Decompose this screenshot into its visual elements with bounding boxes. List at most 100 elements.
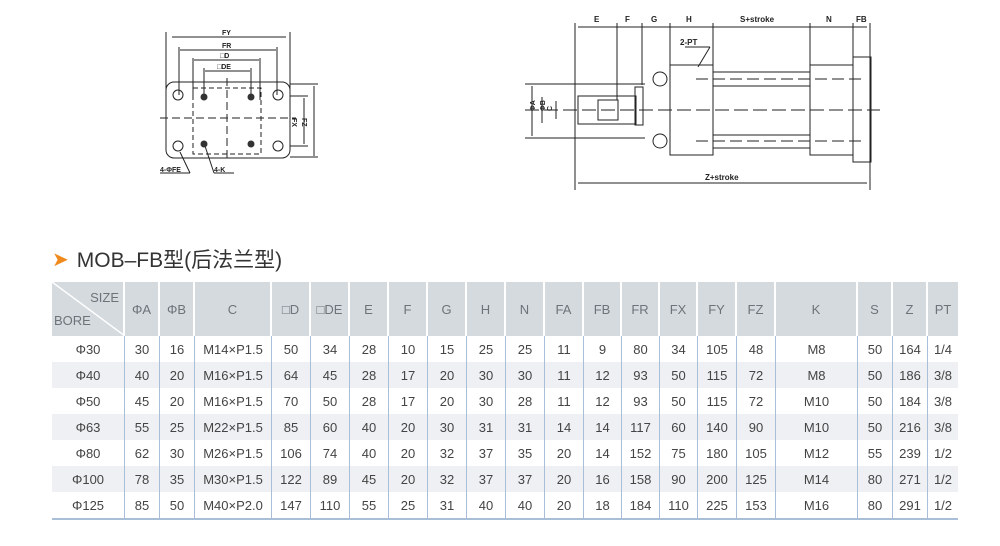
label-c: C xyxy=(547,106,554,111)
table-cell: 110 xyxy=(660,492,698,520)
table-cell: 75 xyxy=(660,440,698,466)
table-cell: 11 xyxy=(545,336,584,362)
table-cell: M16 xyxy=(776,492,858,520)
table-cell: 34 xyxy=(660,336,698,362)
column-header: C xyxy=(195,282,272,336)
table-cell: 17 xyxy=(389,362,428,388)
table-cell: 16 xyxy=(160,336,195,362)
table-cell: 184 xyxy=(893,388,928,414)
table-cell: M8 xyxy=(776,362,858,388)
diagonal-divider xyxy=(52,282,125,336)
table-cell: 50 xyxy=(858,388,893,414)
label-f: F xyxy=(625,15,630,24)
bore-cell: Φ80 xyxy=(52,440,125,466)
table-cell: 35 xyxy=(506,440,545,466)
column-header: FY xyxy=(698,282,737,336)
column-header: F xyxy=(389,282,428,336)
table-cell: 37 xyxy=(506,466,545,492)
bore-cell: Φ125 xyxy=(52,492,125,520)
label-a: ΦA xyxy=(530,100,537,111)
table-cell: 216 xyxy=(893,414,928,440)
table-cell: 17 xyxy=(389,388,428,414)
bore-cell: Φ63 xyxy=(52,414,125,440)
table-cell: 184 xyxy=(622,492,660,520)
table-cell: 74 xyxy=(311,440,350,466)
table-cell: 147 xyxy=(272,492,311,520)
table-cell: 20 xyxy=(428,388,467,414)
bore-cell: Φ100 xyxy=(52,466,125,492)
table-cell: 1/2 xyxy=(933,445,953,461)
table-cell: 239 xyxy=(893,440,928,466)
table-cell: 40 xyxy=(467,492,506,520)
table-cell: 20 xyxy=(389,466,428,492)
table-cell: 12 xyxy=(584,362,622,388)
table-cell: 28 xyxy=(506,388,545,414)
table-cell: 50 xyxy=(272,336,311,362)
table-cell: 25 xyxy=(389,492,428,520)
table-cell: M8 xyxy=(776,336,858,362)
table-cell: 31 xyxy=(467,414,506,440)
table-cell: 55 xyxy=(125,414,160,440)
column-header: FB xyxy=(584,282,622,336)
bore-cell: Φ30 xyxy=(52,336,125,362)
label-b: ΦB xyxy=(540,100,547,111)
label-z-stroke: Z+stroke xyxy=(705,173,739,182)
table-cell: 80 xyxy=(858,466,893,492)
table-cell: 115 xyxy=(698,388,737,414)
table-cell: 32 xyxy=(428,440,467,466)
label-e: E xyxy=(594,15,600,24)
table-cell: 50 xyxy=(660,362,698,388)
label-g: G xyxy=(651,15,657,24)
table-cell: M16×P1.5 xyxy=(195,388,272,414)
column-header: K xyxy=(776,282,858,336)
column-header: ΦA xyxy=(125,282,160,336)
table-cell: 20 xyxy=(545,440,584,466)
table-cell: 1/2 xyxy=(928,466,958,492)
table-cell: 15 xyxy=(428,336,467,362)
table-cell: 18 xyxy=(584,492,622,520)
table-cell: 50 xyxy=(858,336,893,362)
table-cell: 20 xyxy=(160,362,195,388)
section-title-text: MOB–FB型(后法兰型) xyxy=(76,249,283,272)
table-cell: 85 xyxy=(125,492,160,520)
table-cell: 31 xyxy=(506,414,545,440)
table-cell: 78 xyxy=(125,466,160,492)
table-cell: 30 xyxy=(506,362,545,388)
table-cell: 20 xyxy=(389,414,428,440)
table-cell: 50 xyxy=(858,414,893,440)
table-cell: M40×P2.0 xyxy=(195,492,272,520)
table-cell: 60 xyxy=(311,414,350,440)
table-cell: 1/2 xyxy=(928,492,958,520)
table-cell: 28 xyxy=(350,362,389,388)
table-cell: 105 xyxy=(698,336,737,362)
column-header: S xyxy=(858,282,893,336)
table-cell: 125 xyxy=(737,466,776,492)
front-view-drawing: FY FR □D □DE FX FZ 4-ΦFE 4-K xyxy=(160,30,318,174)
table-cell: 40 xyxy=(125,362,160,388)
table-cell: 9 xyxy=(584,336,622,362)
label-h: H xyxy=(686,15,692,24)
table-cell: M22×P1.5 xyxy=(195,414,272,440)
table-cell: M14×P1.5 xyxy=(195,336,272,362)
label-fe: 4-ΦFE xyxy=(160,167,181,174)
corner-header: SIZE BORE xyxy=(52,282,125,336)
table-cell: 50 xyxy=(660,388,698,414)
table-cell: 40 xyxy=(350,414,389,440)
label-n: N xyxy=(826,15,832,24)
side-view-drawing: E F G H S+stroke N FB 2-PT ΦA ΦB C Z+str… xyxy=(525,15,880,190)
column-header: □DE xyxy=(311,282,350,336)
table-cell: 16 xyxy=(584,466,622,492)
table-cell: 25 xyxy=(160,414,195,440)
table-cell: 50 xyxy=(311,388,350,414)
table-cell: 28 xyxy=(350,388,389,414)
column-header: □D xyxy=(272,282,311,336)
column-header: FZ xyxy=(737,282,776,336)
table-cell: 32 xyxy=(428,466,467,492)
label-s-stroke: S+stroke xyxy=(740,15,775,24)
table-cell: 14 xyxy=(545,414,584,440)
table-cell: 30 xyxy=(467,362,506,388)
